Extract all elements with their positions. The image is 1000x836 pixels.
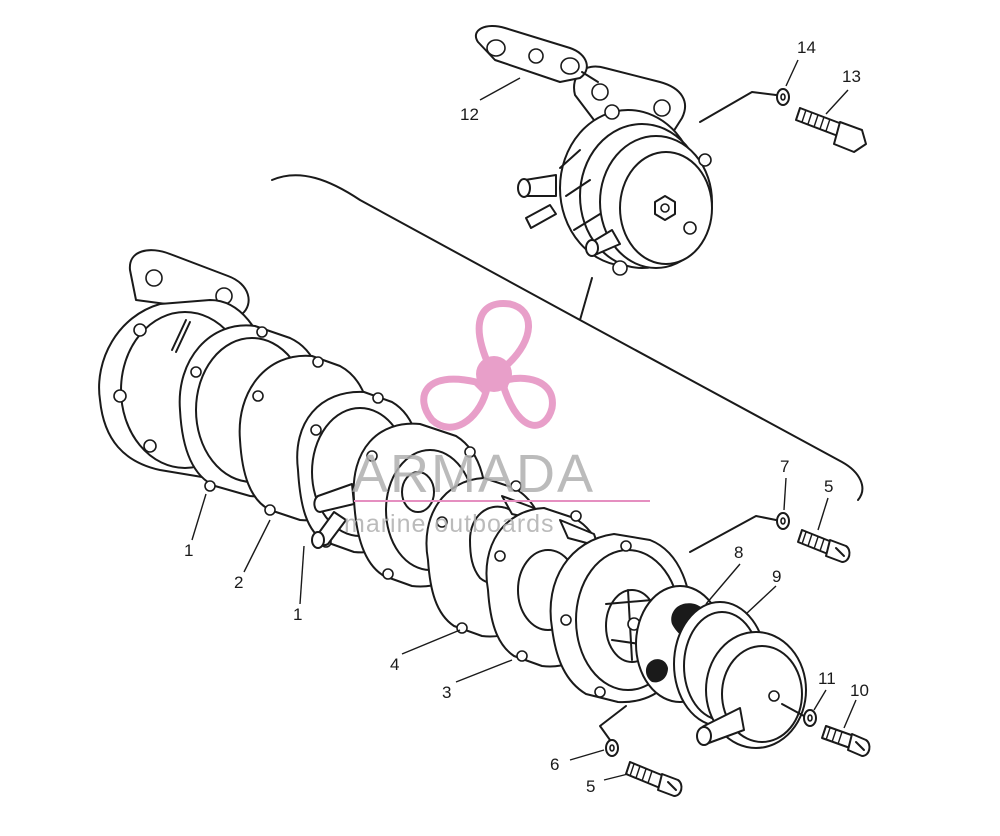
callout-1-left: 1 bbox=[184, 541, 193, 560]
leader-13-to-pump bbox=[699, 91, 777, 123]
callout-7: 7 bbox=[780, 457, 789, 476]
part-5-screw-upper bbox=[797, 529, 851, 563]
part-5-screw-lower bbox=[625, 761, 683, 797]
callout-2: 2 bbox=[234, 573, 243, 592]
watermark-underline bbox=[354, 500, 650, 502]
assembled-fuel-pump bbox=[517, 65, 713, 276]
callout-14: 14 bbox=[797, 38, 816, 57]
callout-1-right: 1 bbox=[293, 605, 302, 624]
callout-4: 4 bbox=[390, 655, 399, 674]
part-12-insulator bbox=[475, 24, 599, 83]
part-7-washer bbox=[776, 512, 790, 530]
watermark-title: ARMADA bbox=[352, 444, 595, 504]
part-11-washer bbox=[803, 709, 817, 727]
leader-6-to-cover bbox=[599, 705, 627, 741]
leader-7-to-cover bbox=[689, 515, 777, 553]
watermark-subtitle: marine outboards bbox=[344, 510, 555, 538]
callout-13: 13 bbox=[842, 67, 861, 86]
pump-cap bbox=[696, 631, 807, 749]
part-14-washer bbox=[776, 88, 790, 106]
callout-8: 8 bbox=[734, 543, 743, 562]
armada-watermark: ARMADA marine outboards bbox=[344, 300, 650, 538]
callout-9: 9 bbox=[772, 567, 781, 586]
propeller-logo-icon bbox=[420, 300, 556, 431]
callout-3: 3 bbox=[442, 683, 451, 702]
part-10-screw bbox=[821, 725, 871, 757]
callout-12: 12 bbox=[460, 105, 479, 124]
callout-leaders bbox=[191, 59, 857, 781]
assembly-brace bbox=[271, 174, 864, 501]
part-13-bolt bbox=[795, 107, 867, 153]
callout-11: 11 bbox=[818, 669, 836, 688]
callout-10: 10 bbox=[850, 681, 869, 700]
callout-5-lower: 5 bbox=[586, 777, 595, 796]
callout-5-upper: 5 bbox=[824, 477, 833, 496]
leader-11-to-cap bbox=[781, 703, 805, 717]
part-6-washer bbox=[605, 739, 619, 757]
callout-6: 6 bbox=[550, 755, 559, 774]
